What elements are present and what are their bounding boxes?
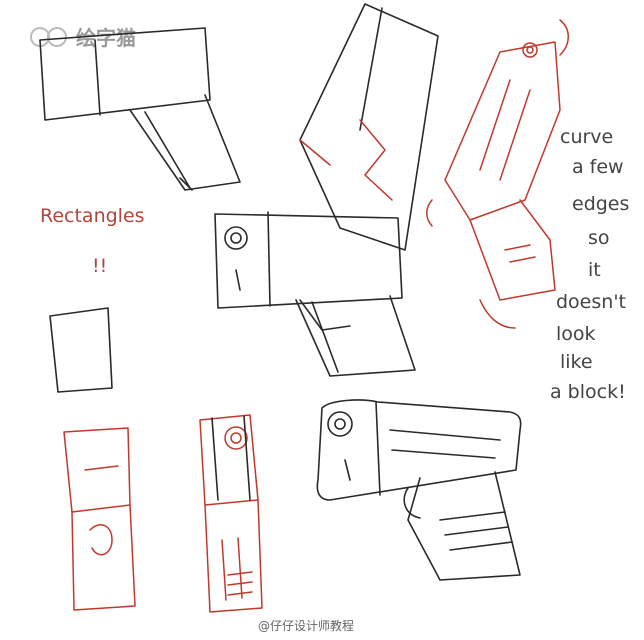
sketch-rectangle bbox=[49, 307, 113, 393]
note-line-3: edges bbox=[572, 193, 629, 215]
note-line-7: look bbox=[556, 323, 596, 345]
note-line-8: like bbox=[560, 351, 593, 373]
rectangles-label: Rectangles bbox=[40, 205, 145, 227]
credit-text: @仔仔设计师教程 bbox=[258, 618, 354, 633]
sketch-red-gun-angled bbox=[426, 19, 569, 329]
note-line-5: it bbox=[588, 259, 601, 281]
sketch-top-middle-block bbox=[299, 3, 439, 251]
sketch-black-gun-curved bbox=[316, 399, 522, 581]
note-line-6: doesn't bbox=[556, 291, 626, 313]
right-note: curve a few edges so it doesn't look lik… bbox=[550, 126, 629, 403]
watermark-text: 绘字猫 bbox=[76, 26, 136, 50]
note-line-1: curve bbox=[560, 126, 613, 148]
sketch-top-left-block bbox=[39, 27, 241, 191]
note-line-4: so bbox=[588, 227, 610, 249]
note-line-2: a few bbox=[572, 156, 624, 178]
note-line-9: a block! bbox=[550, 381, 626, 403]
sketch-red-gun-front bbox=[199, 414, 263, 613]
exclaim-label: !! bbox=[92, 255, 107, 277]
sketch-black-gun-blocky bbox=[214, 211, 416, 377]
watermark-logo: 绘字猫 bbox=[30, 26, 136, 50]
sketch-red-block-1 bbox=[63, 427, 136, 611]
